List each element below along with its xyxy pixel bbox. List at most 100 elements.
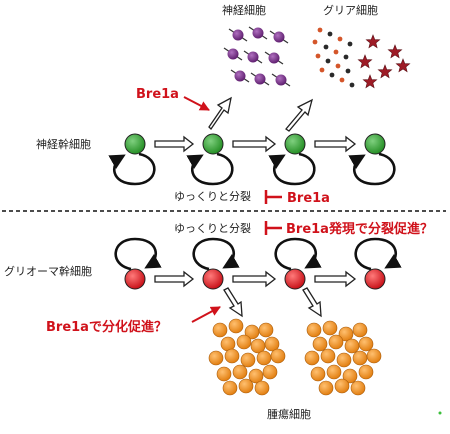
tumor-cell [224, 348, 240, 364]
glioma-stem-cell [284, 268, 306, 290]
glia-dot [335, 63, 341, 69]
neural-stem-cell [124, 133, 146, 155]
glioma-stem-division-arrow [154, 270, 195, 288]
tumor-cell [312, 336, 328, 352]
tumor-cell [236, 334, 252, 350]
neural-stem-cell [364, 133, 386, 155]
neural-stem-self-renewal-loop [348, 152, 396, 186]
neuron-cell [234, 70, 246, 82]
glia-cluster [312, 27, 411, 89]
tumor-cell-clusters [208, 318, 382, 396]
tumor-cell [338, 326, 354, 342]
glia-star [395, 58, 411, 73]
neural-stem-self-renewal-loop [186, 152, 234, 186]
glioma-stem-cell-row [114, 237, 402, 290]
tumor-cell [254, 380, 270, 396]
bre1a-top-arrow [183, 96, 210, 111]
tumor-cell [256, 350, 272, 366]
tumor-cell [358, 336, 374, 352]
neurons-label: 神経細胞 [222, 3, 266, 17]
glia-dot [317, 27, 323, 33]
tumor-cell [350, 380, 366, 396]
glia-dot [343, 54, 349, 60]
glioma-stem-self-renewal-loop [114, 237, 162, 271]
glia-star [357, 54, 373, 69]
tumor-cell [306, 322, 322, 338]
glia-star [365, 34, 381, 49]
tumor-cell [248, 368, 264, 384]
differentiation-arrow-glia [285, 98, 313, 132]
tumor-cell [228, 318, 244, 334]
tumor-arrow-2 [302, 287, 322, 318]
neuron-cell [227, 48, 239, 60]
neuron-cluster [223, 26, 291, 87]
slow-division-label-bottom: ゆっくりと分裂 [174, 222, 251, 235]
neural-stem-cell-label: 神経幹細胞 [36, 137, 91, 151]
glia-dot [315, 53, 321, 59]
glia-dot [339, 77, 345, 83]
tumor-cell [264, 336, 280, 352]
tumor-cell [322, 320, 338, 336]
neuron-cell [252, 27, 264, 39]
stray-dot [438, 411, 442, 415]
tumor-cell [262, 364, 278, 380]
glia-dot [333, 49, 339, 55]
tumor-cell [334, 378, 350, 394]
tumor-cell [366, 348, 382, 364]
bre1a-differentiation-label: Bre1aで分化促進？ [46, 319, 167, 335]
neuron-cell [232, 29, 244, 41]
glioma-stem-division-arrow [314, 270, 357, 288]
tumor-cell [342, 368, 358, 384]
neuron-cell [275, 74, 287, 86]
neuron-cell [273, 31, 285, 43]
tumor-cell [304, 350, 320, 366]
tumor-cell [352, 350, 368, 366]
glia-dot [325, 58, 331, 64]
slow-division-label-top: ゆっくりと分裂 [174, 190, 251, 203]
neuron-cell [254, 73, 266, 85]
glia-star [362, 74, 378, 89]
neural-stem-cell [202, 133, 224, 155]
tumor-cells-label: 腫瘍細胞 [267, 407, 311, 421]
glia-dot [347, 41, 353, 47]
neural-stem-cell-row [108, 133, 396, 186]
glioma-stem-self-renewal-loop [354, 237, 402, 271]
glia-dot [349, 82, 355, 88]
glia-dot [323, 44, 329, 50]
tumor-cell [270, 348, 286, 364]
tumor-cell [258, 322, 274, 338]
glia-dot [345, 68, 351, 74]
glia-star [377, 64, 393, 79]
tumor-cell [358, 364, 374, 380]
glia-star [387, 44, 403, 59]
bre1a-inhibit-label: Bre1a [287, 191, 330, 206]
tumor-cell [232, 364, 248, 380]
tumor-cell [318, 380, 334, 396]
glioma-stem-self-renewal-loop [274, 237, 322, 271]
neural-stem-self-renewal-loop [268, 152, 316, 186]
tumor-cell [328, 334, 344, 350]
bre1a-differentiation-arrow [191, 306, 221, 323]
tumor-cell [208, 350, 224, 366]
glioma-stem-cell [364, 268, 386, 290]
tumor-cell [320, 348, 336, 364]
glioma-stem-cell [202, 268, 224, 290]
glia-dot [337, 36, 343, 42]
neural-stem-self-renewal-loop [108, 152, 156, 186]
tumor-cell [238, 378, 254, 394]
tumor-cell [344, 338, 360, 354]
neural-stem-division-arrow [314, 135, 357, 153]
tumor-cell [216, 366, 232, 382]
tumor-cell [212, 322, 228, 338]
differentiation-arrow-neuron [208, 96, 232, 131]
glia-dot [312, 39, 318, 45]
tumor-cell [222, 380, 238, 396]
tumor-arrow-1 [223, 287, 243, 318]
glia-dot [327, 31, 333, 37]
neuron-cell [247, 51, 259, 63]
glioma-stem-cell-label: グリオーマ幹細胞 [4, 264, 92, 278]
tumor-cell [240, 352, 256, 368]
bre1a-expression-label: Bre1a発現で分裂促進？ [286, 221, 433, 237]
glioma-stem-self-renewal-loop [192, 237, 240, 271]
